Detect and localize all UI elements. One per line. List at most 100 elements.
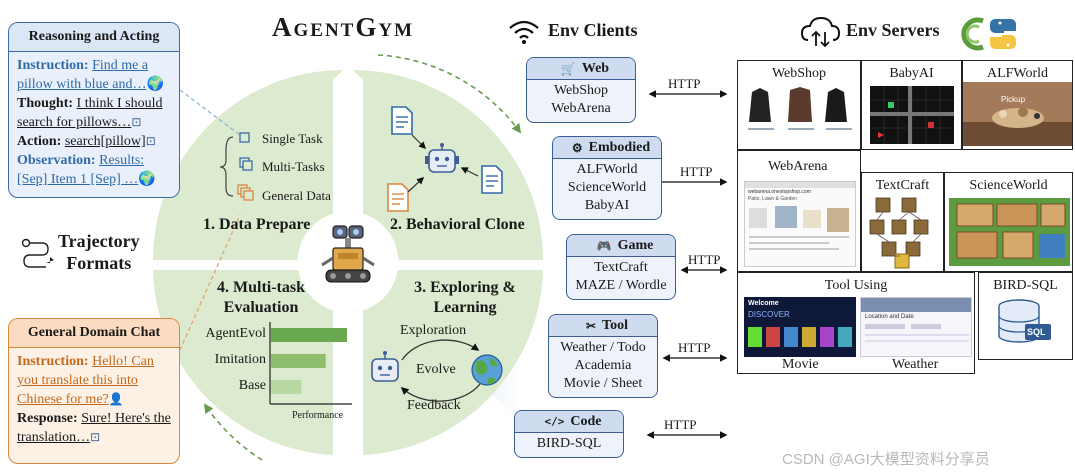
exploring-learning-title: 3. Exploring & Learning bbox=[414, 279, 516, 316]
action-value: search[pillow] bbox=[64, 134, 146, 149]
eval-bar bbox=[271, 354, 326, 368]
python-logo-icon bbox=[990, 19, 1016, 49]
trajectory-formats-label: Trajectory Formats bbox=[58, 231, 140, 273]
robot-small-icon: ⊡ bbox=[90, 430, 101, 444]
server-title: WebArena bbox=[768, 159, 828, 174]
globe-icon bbox=[471, 354, 503, 386]
client-code: </>Code BIRD-SQL bbox=[514, 410, 624, 458]
database-icon bbox=[998, 299, 1051, 343]
response-value: Sure! Here's the translation… bbox=[17, 411, 171, 445]
eval-category-label: AgentEvol bbox=[205, 326, 266, 341]
server-title: Tool Using bbox=[824, 278, 888, 293]
robot-small-icon: ⊡ bbox=[145, 134, 156, 148]
eval-axis-label: Performance bbox=[292, 410, 344, 421]
weather-screenshot: Location and Date bbox=[860, 297, 972, 357]
textcraft-tree-image bbox=[869, 197, 929, 269]
main-title: AgentGym bbox=[272, 12, 414, 42]
globe-small-icon: 🌍 bbox=[138, 172, 156, 187]
server-webshop: WebShop bbox=[737, 60, 861, 150]
quadrant-exploring bbox=[363, 270, 543, 455]
movie-label: Movie bbox=[782, 357, 819, 372]
server-title: TextCraft bbox=[875, 178, 930, 193]
eval-bar-group bbox=[271, 328, 347, 394]
panel-body: Instruction: Find me a pillow with blue … bbox=[17, 58, 164, 187]
robot-arm-icon: ⚙ bbox=[571, 140, 583, 155]
server-babyai: BabyAI bbox=[861, 60, 962, 150]
tools-icon: ✂ bbox=[585, 318, 597, 333]
single-task-label: Single Task bbox=[262, 131, 323, 146]
user-icon: 👤 bbox=[108, 392, 124, 406]
wifi-icon bbox=[509, 20, 539, 44]
http-label-game: HTTP bbox=[688, 252, 721, 267]
observation-value: Results: [Sep] Item 1 [Sep] … bbox=[17, 153, 145, 187]
general-chat-panel: General Domain Chat Instruction: Hello! … bbox=[8, 318, 180, 464]
thought-key: Thought bbox=[17, 96, 69, 111]
action-key: Action bbox=[17, 134, 57, 149]
weather-label: Weather bbox=[892, 357, 939, 372]
cycle-arrow-top bbox=[377, 54, 522, 134]
instruction-value: Hello! Can you translate this into Chine… bbox=[17, 354, 154, 407]
exploration-label: Exploration bbox=[400, 323, 467, 338]
http-label-embodied: HTTP bbox=[680, 164, 713, 179]
client-title: Embodied bbox=[588, 139, 651, 155]
eval-bar bbox=[271, 328, 347, 342]
thought-value: I think I should search for pillows… bbox=[17, 96, 163, 130]
observation-key: Observation bbox=[17, 153, 91, 168]
client-title: Game bbox=[617, 237, 654, 253]
robot-icon-bc bbox=[425, 143, 459, 173]
scienceworld-map-image bbox=[949, 198, 1070, 266]
evolve-label: Evolve bbox=[416, 362, 456, 377]
server-textcraft: TextCraft bbox=[861, 172, 944, 272]
cpp-logo-icon bbox=[961, 17, 984, 51]
behavioral-clone-title: 2. Behavioral Clone bbox=[390, 216, 525, 233]
server-title: ALFWorld bbox=[986, 66, 1049, 81]
server-scienceworld: ScienceWorld bbox=[944, 172, 1073, 272]
single-task-icon bbox=[239, 132, 250, 143]
quadrant-evaluation bbox=[153, 270, 333, 455]
code-icon: </> bbox=[544, 414, 565, 428]
brace bbox=[219, 136, 234, 197]
cycle-arrow-bottom bbox=[203, 403, 263, 461]
eval-category-label: Imitation bbox=[214, 352, 266, 367]
general-data-label: General Data bbox=[262, 188, 331, 203]
cloud-sync-icon bbox=[800, 16, 841, 48]
env-clients-heading: Env Clients bbox=[548, 20, 638, 40]
client-title: Code bbox=[570, 413, 602, 429]
webshop-products-image bbox=[748, 87, 852, 130]
http-label-tool: HTTP bbox=[678, 340, 711, 355]
watermark: CSDN @AGI大模型资料分享员 bbox=[782, 451, 990, 468]
multi-tasks-label: Multi-Tasks bbox=[262, 159, 325, 174]
server-title: ScienceWorld bbox=[969, 178, 1048, 193]
movie-screenshot: Welcome DISCOVER bbox=[744, 297, 856, 357]
route-icon bbox=[21, 238, 54, 268]
document-icon-3 bbox=[387, 183, 409, 212]
server-webarena: WebArena webarena.onestopshop.com Patio,… bbox=[737, 150, 861, 272]
agent-robot-icon bbox=[321, 225, 375, 283]
alfworld-scene-image bbox=[963, 82, 1072, 146]
instruction-value: Find me a pillow with blue and… bbox=[17, 58, 149, 92]
server-title: BabyAI bbox=[889, 66, 934, 81]
alf-caption: Pickup bbox=[1001, 95, 1026, 104]
http-label-web: HTTP bbox=[668, 76, 701, 91]
client-title: Tool bbox=[602, 317, 628, 333]
general-data-icon bbox=[237, 184, 254, 201]
multi-tasks-icon bbox=[239, 157, 253, 171]
document-icon-1 bbox=[391, 106, 413, 135]
reasoning-acting-panel: Reasoning and Acting Instruction: Find m… bbox=[8, 22, 180, 198]
data-prepare-title: 1. Data Prepare bbox=[203, 216, 311, 233]
panel-header: Reasoning and Acting bbox=[9, 23, 179, 52]
server-tool-using: Tool Using Welcome DISCOVER Location and… bbox=[737, 272, 975, 374]
server-birdsql: BIRD-SQL SQL bbox=[978, 272, 1073, 360]
server-title: WebShop bbox=[771, 66, 827, 81]
webarena-screenshot: webarena.onestopshop.com Patio, Lawn & G… bbox=[744, 181, 856, 267]
browser-cart-icon: 🛒 bbox=[560, 61, 576, 76]
eval-category-label: Base bbox=[238, 378, 266, 393]
multitask-eval-title: 4. Multi-task Evaluation bbox=[217, 279, 305, 316]
feedback-label: Feedback bbox=[407, 398, 461, 413]
http-label-code: HTTP bbox=[664, 417, 697, 432]
document-icon-2 bbox=[481, 165, 503, 194]
